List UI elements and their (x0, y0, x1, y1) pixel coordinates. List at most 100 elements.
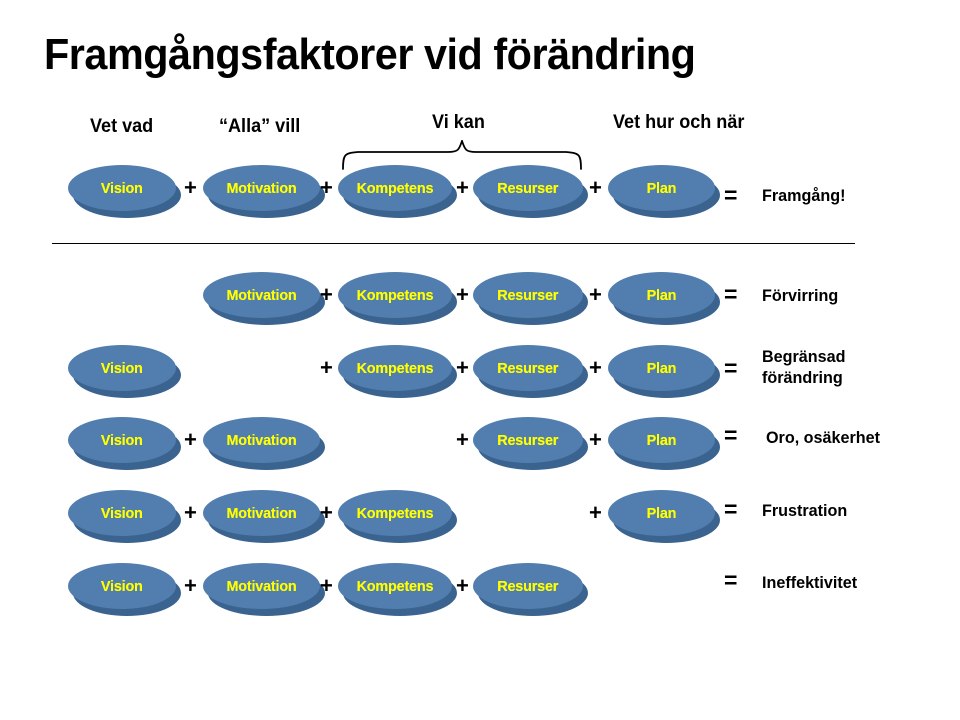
ellipse-face (473, 345, 583, 391)
factor-label: Motivation (226, 504, 297, 522)
factor-label: Kompetens (356, 359, 434, 377)
plus-operator: + (456, 573, 469, 598)
ellipse-face (473, 165, 583, 211)
ellipse-face (203, 417, 320, 463)
plus-operator: + (320, 573, 333, 598)
plus-operator: + (456, 175, 469, 200)
result-label-ineffektivitet: Ineffektivitet (762, 573, 858, 592)
plus-operator: + (184, 175, 197, 200)
ellipse-face (608, 490, 715, 536)
factor-label: Resurser (497, 577, 559, 595)
plus-operator: + (320, 500, 333, 525)
factor-ellipse-resurser[interactable]: Resurser (473, 165, 588, 218)
factor-label: Resurser (497, 286, 559, 304)
plus-operator: + (320, 282, 333, 307)
column-header-3: Vi kan (432, 112, 485, 133)
equals-operator: = (724, 422, 738, 448)
factor-label: Motivation (226, 286, 297, 304)
factor-ellipse-plan[interactable]: Plan (608, 490, 720, 543)
factor-label: Kompetens (356, 504, 434, 522)
plus-operator: + (589, 427, 602, 452)
ellipse-face (68, 165, 176, 211)
factor-ellipse-kompetens[interactable]: Kompetens (338, 165, 457, 218)
equals-operator: = (724, 281, 738, 307)
ellipse-face (608, 272, 715, 318)
plus-operator: + (184, 427, 197, 452)
factor-ellipse-vision[interactable]: Vision (68, 417, 181, 470)
plus-operator: + (456, 282, 469, 307)
ellipse-face (68, 490, 176, 536)
factor-ellipse-motivation[interactable]: Motivation (203, 272, 325, 325)
equals-operator: = (724, 355, 738, 381)
factor-label: Plan (646, 359, 677, 377)
column-header-4: Vet hur och när (613, 112, 745, 133)
equation-row-forvirring: Motivation+Kompetens+Resurser+Plan (0, 272, 960, 328)
factor-label: Plan (646, 286, 677, 304)
factor-ellipse-resurser[interactable]: Resurser (473, 345, 588, 398)
plus-operator: + (320, 355, 333, 380)
result-label-begransad-forandring: Begränsad förändring (762, 347, 846, 388)
factor-label: Vision (101, 431, 143, 449)
result-label-oro-osakerhet: Oro, osäkerhet (766, 428, 880, 447)
ellipse-face (608, 165, 715, 211)
ellipse-face (608, 417, 715, 463)
equation-row-begransad-forandring: Vision + Kompetens + Resurser + Plan (0, 345, 960, 401)
factor-label: Motivation (226, 431, 297, 449)
factor-ellipse-plan[interactable]: Plan (608, 417, 720, 470)
factor-ellipse-plan[interactable]: Plan (608, 345, 720, 398)
factor-label: Vision (101, 179, 143, 197)
ellipse-face (203, 563, 320, 609)
column-header-2: “Alla” vill (219, 116, 301, 137)
ellipse-face (473, 417, 583, 463)
equation-row-ineffektivitet: Vision+Motivation+Kompetens+Resurser (0, 563, 960, 619)
ellipse-face (203, 490, 320, 536)
factor-ellipse-plan[interactable]: Plan (608, 165, 720, 218)
factor-ellipse-motivation[interactable]: Motivation (203, 563, 325, 616)
ellipse-face (338, 490, 452, 536)
column-header-1: Vet vad (90, 116, 154, 137)
equals-operator: = (724, 496, 738, 522)
factor-label: Kompetens (356, 577, 434, 595)
factor-ellipse-vision[interactable]: Vision (68, 165, 181, 218)
ellipse-face (203, 272, 320, 318)
equation-row-oro-osakerhet: Vision+Motivation+Resurser+Plan (0, 417, 960, 473)
ellipse-face (68, 417, 176, 463)
factor-ellipse-kompetens[interactable]: Kompetens (338, 272, 457, 325)
plus-operator: + (589, 175, 602, 200)
factor-ellipse-vision[interactable]: Vision (68, 563, 181, 616)
factor-ellipse-kompetens[interactable]: Kompetens (338, 490, 457, 543)
ellipse-face (608, 345, 715, 391)
factor-ellipse-motivation[interactable]: Motivation (203, 490, 325, 543)
factor-ellipse-vision[interactable]: Vision (68, 345, 181, 398)
equals-operator: = (724, 567, 738, 593)
ellipse-face (473, 272, 583, 318)
plus-operator: + (456, 355, 469, 380)
factor-ellipse-vision[interactable]: Vision (68, 490, 181, 543)
factor-ellipse-resurser[interactable]: Resurser (473, 563, 588, 616)
factor-ellipse-motivation[interactable]: Motivation (203, 417, 325, 470)
ellipse-face (473, 563, 583, 609)
equals-operator: = (724, 182, 738, 208)
factor-ellipse-plan[interactable]: Plan (608, 272, 720, 325)
ellipse-face (338, 272, 452, 318)
factor-label: Resurser (497, 179, 559, 197)
factor-label: Resurser (497, 359, 559, 377)
factor-ellipse-kompetens[interactable]: Kompetens (338, 345, 457, 398)
factor-ellipse-resurser[interactable]: Resurser (473, 272, 588, 325)
ellipse-face (68, 345, 176, 391)
factor-label: Kompetens (356, 179, 434, 197)
plus-operator: + (589, 355, 602, 380)
plus-operator: + (589, 282, 602, 307)
result-label-forvirring: Förvirring (762, 286, 839, 305)
factor-ellipse-motivation[interactable]: Motivation (203, 165, 325, 218)
ellipse-face (68, 563, 176, 609)
plus-operator: + (320, 175, 333, 200)
factor-label: Plan (646, 179, 677, 197)
ellipse-face (338, 563, 452, 609)
factor-ellipse-kompetens[interactable]: Kompetens (338, 563, 457, 616)
vi-kan-brace-icon (342, 140, 582, 170)
ellipse-face (203, 165, 320, 211)
factor-ellipse-resurser[interactable]: Resurser (473, 417, 588, 470)
ellipse-face (338, 165, 452, 211)
factor-label: Plan (646, 504, 677, 522)
